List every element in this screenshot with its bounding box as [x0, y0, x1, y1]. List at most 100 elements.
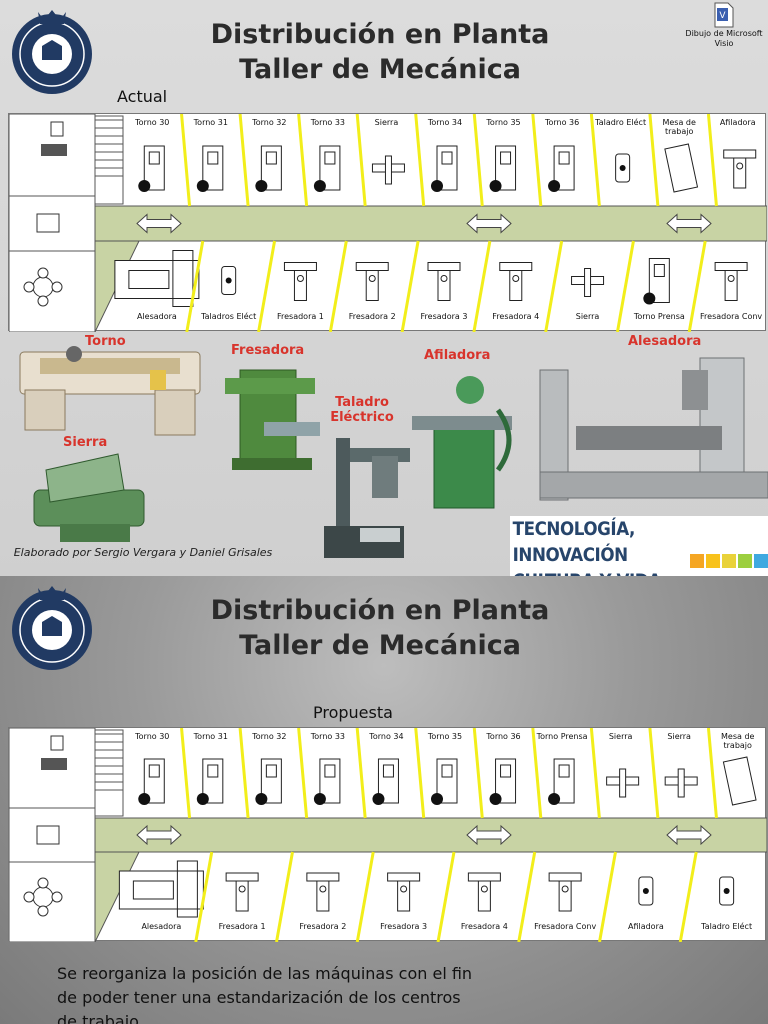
lathe-machine-icon — [548, 145, 575, 192]
visio-file-icon: V — [714, 2, 734, 28]
machine-label: Torno 30 — [135, 118, 170, 127]
machine-label: Torno 33 — [310, 732, 346, 741]
machine-label: Sierra — [374, 118, 399, 127]
machine-label: Taladro Eléct — [595, 118, 647, 127]
machine-label: Sierra — [608, 732, 633, 741]
desk-icon — [36, 121, 67, 233]
machine-label: Torno 33 — [310, 118, 346, 127]
visio-object[interactable]: V Dibujo de Microsoft Visio — [680, 2, 768, 49]
color-squares-icon — [690, 554, 768, 568]
credit-text: Elaborado por Sergio Vergara y Daniel Gr… — [13, 546, 273, 559]
machine-label: Fresadora 2 — [348, 312, 396, 321]
floor-plan-actual — [8, 113, 768, 333]
saw-machine-icon — [371, 155, 405, 185]
afiladora-label: Afiladora — [424, 348, 491, 363]
drill-photo-icon — [324, 438, 410, 558]
saw-machine-icon — [606, 768, 640, 798]
floor-plan-actual-drawing — [8, 113, 768, 333]
machine-label: Torno 32 — [252, 118, 287, 127]
mill-machine-icon — [548, 872, 582, 912]
mill-machine-icon — [499, 262, 533, 301]
mill-machine-icon — [306, 872, 340, 912]
lathe-machine-icon — [138, 758, 165, 805]
mill-machine-icon — [467, 872, 501, 912]
machine-label: Mesa de trabajo — [662, 118, 696, 136]
drill-machine-icon — [719, 876, 735, 906]
university-seal-icon — [12, 586, 92, 670]
machine-label: Fresadora Conv — [700, 312, 763, 321]
desk-icon — [36, 735, 67, 845]
mill-machine-icon — [387, 872, 421, 912]
lathe-machine-icon — [313, 145, 341, 192]
torno-label: Torno — [85, 334, 126, 349]
machine-label: Fresadora 3 — [420, 312, 468, 321]
machine-label: Torno 34 — [369, 732, 404, 741]
machine-label: Alesadora — [136, 312, 177, 321]
machine-label: Torno Prensa — [633, 312, 685, 321]
mill-machine-icon — [714, 262, 748, 301]
lathe-machine-icon — [489, 145, 517, 192]
fresadora-label: Fresadora — [231, 343, 305, 358]
machine-label: Afiladora — [719, 118, 756, 127]
machine-label: Taladro Eléct — [701, 922, 753, 931]
propuesta-label: Propuesta — [313, 703, 393, 722]
description-text: Se reorganiza la posición de las máquina… — [57, 964, 473, 1024]
double-arrow-icon — [466, 824, 512, 846]
lathe-photo-icon — [19, 346, 201, 436]
floor-plan-propuesta-drawing — [8, 727, 768, 943]
machine-label: Fresadora 3 — [380, 922, 428, 931]
grinder-photo-icon — [412, 376, 512, 509]
table-machine-icon — [722, 756, 757, 806]
slide-title: Distribución en Planta Taller de Mecánic… — [210, 595, 550, 661]
machine-label: Fresadora 2 — [299, 922, 347, 931]
drill-machine-icon — [615, 153, 631, 183]
lathe-machine-icon — [138, 145, 165, 192]
university-seal-icon — [12, 10, 92, 94]
sierra-label: Sierra — [63, 435, 108, 450]
saw-photo-icon — [33, 453, 145, 542]
double-arrow-icon — [666, 824, 712, 846]
double-arrow-icon — [136, 213, 182, 234]
table-machine-icon — [664, 143, 699, 193]
machine-label: Taladros Eléct — [201, 312, 257, 321]
lathe-machine-icon — [548, 758, 575, 805]
drill-machine-icon — [221, 266, 237, 295]
machine-label: Torno 36 — [486, 732, 521, 741]
double-arrow-icon — [466, 213, 512, 234]
boring-machine-icon — [118, 860, 204, 918]
machine-label: Fresadora 4 — [492, 312, 540, 321]
machine-label: Fresadora Conv — [534, 922, 597, 931]
round-table-icon — [23, 267, 63, 307]
machine-label: Torno Prensa — [536, 732, 588, 741]
lathe-machine-icon — [255, 758, 282, 805]
machine-label: Torno 36 — [544, 118, 580, 127]
machine-label: Fresadora 1 — [276, 312, 324, 321]
lathe-machine-icon — [255, 145, 282, 192]
machine-label: Fresadora 4 — [460, 922, 508, 931]
machine-label: Torno 34 — [427, 118, 463, 127]
mill-machine-icon — [283, 262, 317, 301]
lathe-machine-icon — [196, 758, 224, 805]
machine-label: Torno 31 — [193, 732, 228, 741]
floor-plan-propuesta — [8, 727, 768, 943]
machine-label: Mesa de trabajo — [721, 732, 755, 750]
lathe-machine-icon — [643, 258, 670, 305]
drill-machine-icon — [638, 876, 654, 906]
slide-title: Distribución en Planta Taller de Mecánic… — [210, 19, 550, 85]
machine-label: Afiladora — [627, 922, 664, 931]
slogan-banner: TECNOLOGÍA, INNOVACIÓN CULTURA Y VIDA. — [510, 516, 768, 576]
machine-photos — [19, 346, 768, 558]
machine-label: Alesadora — [141, 922, 182, 931]
svg-text:V: V — [719, 11, 726, 21]
saw-machine-icon — [664, 768, 698, 798]
stairs-icon — [94, 729, 124, 817]
round-table-icon — [23, 877, 63, 917]
stairs-icon — [94, 115, 124, 205]
machine-label: Torno 30 — [135, 732, 170, 741]
boring-machine-icon — [114, 250, 200, 307]
lathe-machine-icon — [196, 145, 224, 192]
mill-machine-icon — [225, 872, 259, 912]
lathe-machine-icon — [489, 758, 517, 805]
actual-label: Actual — [117, 87, 168, 106]
mill-machine-icon — [723, 149, 757, 189]
